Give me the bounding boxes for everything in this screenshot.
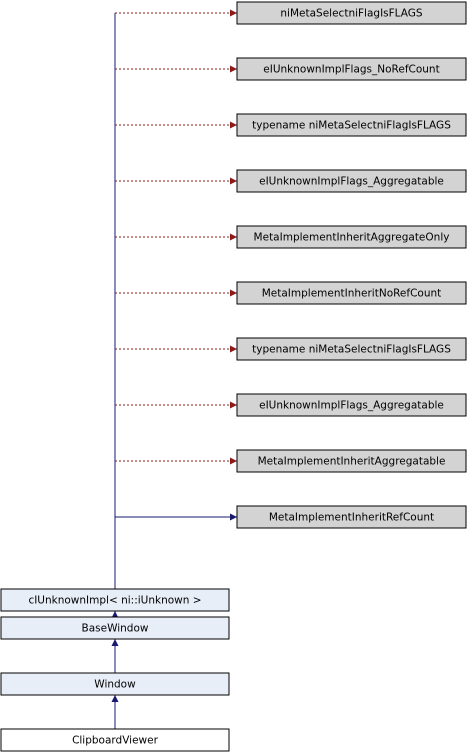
template-node-box	[236, 449, 467, 473]
template-node-box	[236, 1, 467, 25]
template-node-label: eIUnknownImplFlags_Aggregatable	[259, 400, 444, 412]
current-class-node-label: ClipboardViewer	[72, 735, 159, 747]
class-node-box	[0, 616, 230, 640]
template-node-box	[236, 57, 467, 81]
template-node-label: eIUnknownImplFlags_Aggregatable	[259, 176, 444, 188]
template-node[interactable]: MetaImplementInheritAggregatable	[236, 449, 467, 473]
template-node[interactable]: eIUnknownImplFlags_NoRefCount	[236, 57, 467, 81]
template-node[interactable]: eIUnknownImplFlags_Aggregatable	[236, 393, 467, 417]
template-node[interactable]: MetaImplementInheritAggregateOnly	[236, 225, 467, 249]
template-node-box	[236, 169, 467, 193]
template-node[interactable]: MetaImplementInheritRefCount	[236, 505, 467, 529]
template-node-label: MetaImplementInheritRefCount	[269, 512, 434, 524]
template-node-label: typename niMetaSelectniFlagIsFLAGS	[252, 120, 451, 132]
template-node-box	[236, 337, 467, 361]
class-node-box	[0, 672, 230, 696]
template-node[interactable]: typename niMetaSelectniFlagIsFLAGS	[236, 337, 467, 361]
class-node-label: cIUnknownImpl< ni::iUnknown >	[28, 595, 201, 607]
template-node-box	[236, 393, 467, 417]
template-node-label: typename niMetaSelectniFlagIsFLAGS	[252, 344, 451, 356]
template-node-label: eIUnknownImplFlags_NoRefCount	[263, 64, 439, 76]
template-node-box	[236, 113, 467, 137]
template-node-box	[236, 225, 467, 249]
current-class-node[interactable]: ClipboardViewer	[0, 728, 230, 752]
template-node[interactable]: eIUnknownImplFlags_Aggregatable	[236, 169, 467, 193]
template-node-label: MetaImplementInheritAggregatable	[258, 456, 446, 468]
edges-layer	[111, 9, 237, 729]
template-node[interactable]: MetaImplementInheritNoRefCount	[236, 281, 467, 305]
class-node[interactable]: Window	[0, 672, 230, 696]
template-node[interactable]: niMetaSelectniFlagIsFLAGS	[236, 1, 467, 25]
template-node-label: MetaImplementInheritNoRefCount	[262, 288, 442, 300]
template-node-box	[236, 281, 467, 305]
class-node-label: BaseWindow	[82, 623, 149, 635]
class-node-box	[0, 588, 230, 612]
class-node-label: Window	[94, 679, 136, 691]
template-node-box	[236, 505, 467, 529]
template-node-label: MetaImplementInheritAggregateOnly	[254, 232, 450, 244]
class-node[interactable]: cIUnknownImpl< ni::iUnknown >	[0, 588, 230, 612]
template-node[interactable]: typename niMetaSelectniFlagIsFLAGS	[236, 113, 467, 137]
class-node[interactable]: BaseWindow	[0, 616, 230, 640]
current-class-node-box	[0, 728, 230, 752]
template-node-label: niMetaSelectniFlagIsFLAGS	[280, 8, 422, 20]
